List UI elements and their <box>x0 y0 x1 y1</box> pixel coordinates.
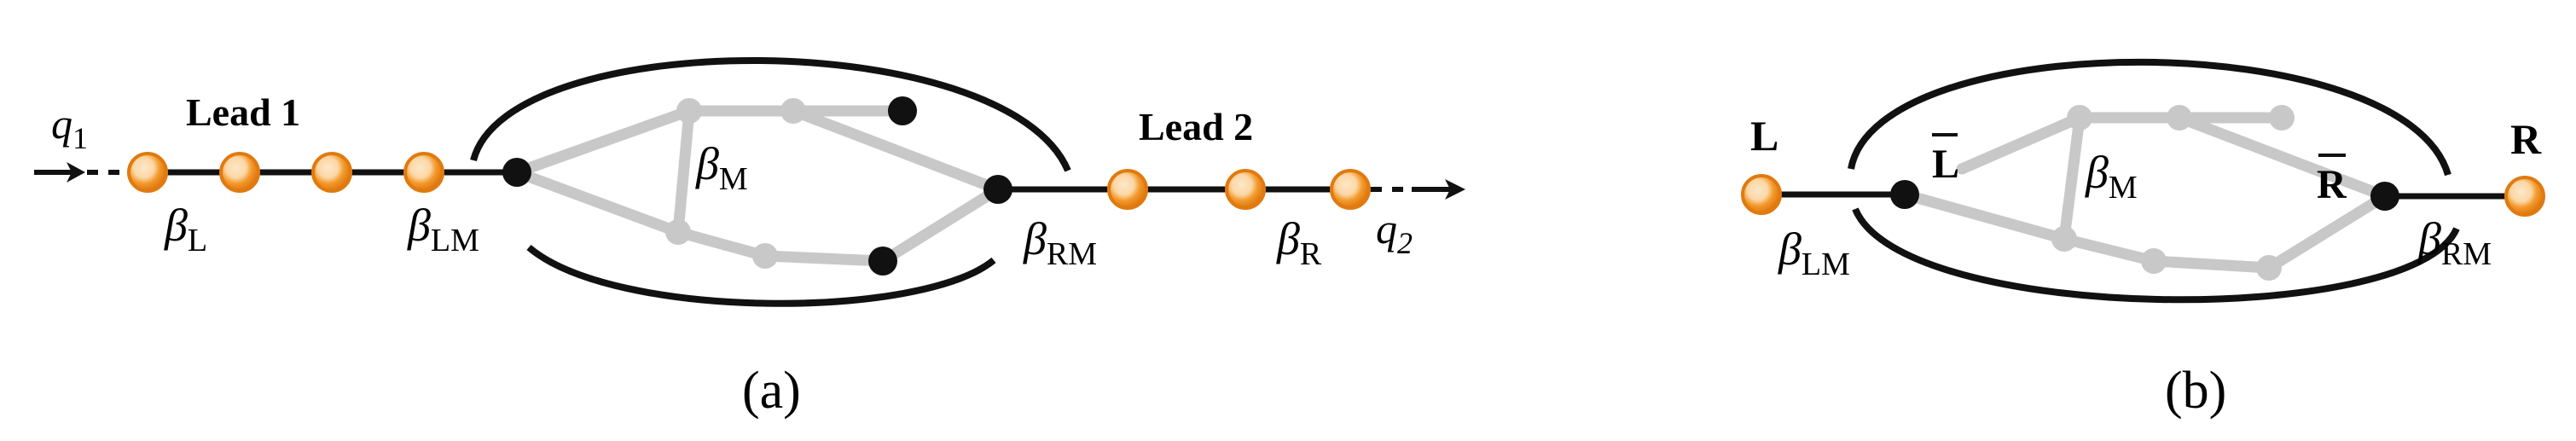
molecule-envelope-top <box>470 56 1071 172</box>
contact-sites-a <box>502 96 1012 276</box>
molecule-envelope-bottom-b <box>1852 207 2460 304</box>
lead-sites-b <box>1741 174 2545 217</box>
q2-label: q2 <box>1376 205 1413 260</box>
beta-L-label: βL <box>164 200 207 258</box>
beta-RM-label: βRM <box>1023 213 1097 272</box>
lead-site <box>1330 169 1371 210</box>
beta-LM-label-b: βLM <box>1778 223 1850 282</box>
panel-b: L R L R βM βLM βRM (b) <box>1741 58 2545 420</box>
beta-LM-label: βLM <box>407 200 479 258</box>
molecule-sites-b <box>2051 105 2295 281</box>
beta-M-label: βM <box>695 138 748 197</box>
lead-1-sites <box>127 152 444 193</box>
molecule-end-site-top <box>888 96 917 125</box>
L-label: L <box>1750 112 1778 160</box>
lead-site <box>219 152 260 193</box>
beta-M-label-b: βM <box>2085 147 2138 206</box>
panel-b-caption: (b) <box>2165 362 2226 420</box>
svg-text:R: R <box>2317 162 2347 207</box>
molecule-graph-a <box>511 105 1004 267</box>
Lbar-label: L <box>1932 133 1959 187</box>
outgoing-arrow <box>1369 179 1465 200</box>
contact-site-L <box>1890 180 1919 209</box>
lead-site <box>311 152 352 193</box>
panel-a-caption: (a) <box>742 362 801 420</box>
lead-site <box>127 152 168 193</box>
panel-a: q1 Lead 1 Lead 2 βL βLM βM βRM βR q2 (a) <box>34 56 1465 420</box>
lead-2-sites <box>1107 169 1371 210</box>
lead-2-label: Lead 2 <box>1139 105 1253 148</box>
molecule-end-site-bottom <box>868 247 897 276</box>
lead-site-R <box>2504 176 2545 217</box>
lead-site <box>1107 169 1148 210</box>
contact-site-LM <box>502 158 531 187</box>
contact-site-RM <box>983 175 1012 204</box>
contact-sites-b <box>1890 180 2399 211</box>
lead-1-label: Lead 1 <box>186 90 300 134</box>
beta-RM-label-b: βRM <box>2417 213 2492 272</box>
beta-R-label: βR <box>1276 213 1322 272</box>
svg-text:L: L <box>1932 142 1959 187</box>
molecule-sites-a <box>665 98 806 269</box>
contact-site-R <box>2370 182 2399 211</box>
molecule-envelope-bottom <box>526 244 996 307</box>
molecule-graph-b <box>1899 112 2391 274</box>
lead-site <box>403 152 444 193</box>
Rbar-label: R <box>2317 154 2347 207</box>
molecule-envelope-top-b <box>1848 58 2451 177</box>
incoming-arrow <box>34 162 119 183</box>
R-label: R <box>2510 115 2542 163</box>
lead-site-L <box>1741 174 1782 215</box>
lead-site <box>1225 169 1266 210</box>
q1-label: q1 <box>51 100 88 155</box>
